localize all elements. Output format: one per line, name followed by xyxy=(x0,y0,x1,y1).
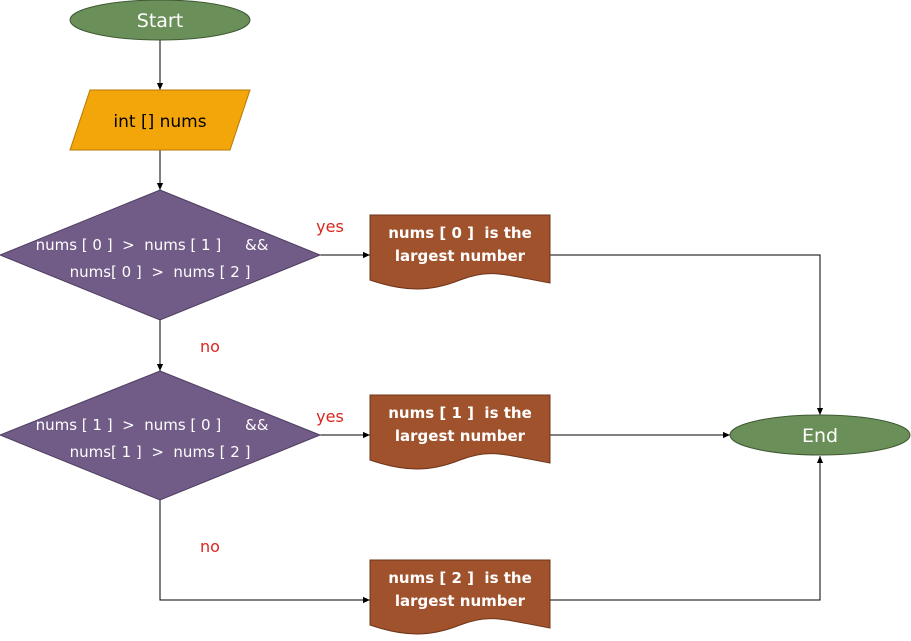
end-label: End xyxy=(802,425,838,447)
end-terminal xyxy=(729,414,911,456)
decision-2-diamond xyxy=(0,370,322,501)
output-1-document xyxy=(369,214,551,290)
decision-1-line-1: nums [ 0 ] > nums [ 1 ] && xyxy=(36,236,269,254)
output-3-document xyxy=(369,559,551,635)
edge-label-yes-1: yes xyxy=(316,217,344,236)
output-2-line-2: largest number xyxy=(395,427,526,445)
output-3-line-2: largest number xyxy=(395,592,526,610)
decision-2-line-1: nums [ 1 ] > nums [ 0 ] && xyxy=(36,416,269,434)
start-terminal xyxy=(69,0,251,41)
edge-label-yes-2: yes xyxy=(316,407,344,426)
edge-label-no-2: no xyxy=(200,537,220,556)
edge-out3-to-end xyxy=(550,456,824,601)
output-1-line-2: largest number xyxy=(395,247,526,265)
decision-1-line-2: nums[ 0 ] > nums [ 2 ] xyxy=(70,263,251,281)
output-1-line-1: nums [ 0 ] is the xyxy=(388,224,532,242)
decision-2-line-2: nums[ 1 ] > nums [ 2 ] xyxy=(70,443,251,461)
output-2-line-1: nums [ 1 ] is the xyxy=(388,404,532,422)
edge-decision2-to-out3 xyxy=(159,500,370,604)
output-2-document xyxy=(369,394,551,470)
edge-label-no-1: no xyxy=(200,337,220,356)
edge-out1-to-end xyxy=(550,254,824,415)
input-parallelogram xyxy=(69,89,251,151)
start-label: Start xyxy=(137,10,183,32)
input-label: int [] nums xyxy=(113,112,206,132)
output-3-line-1: nums [ 2 ] is the xyxy=(388,569,532,587)
decision-1-diamond xyxy=(0,189,322,321)
